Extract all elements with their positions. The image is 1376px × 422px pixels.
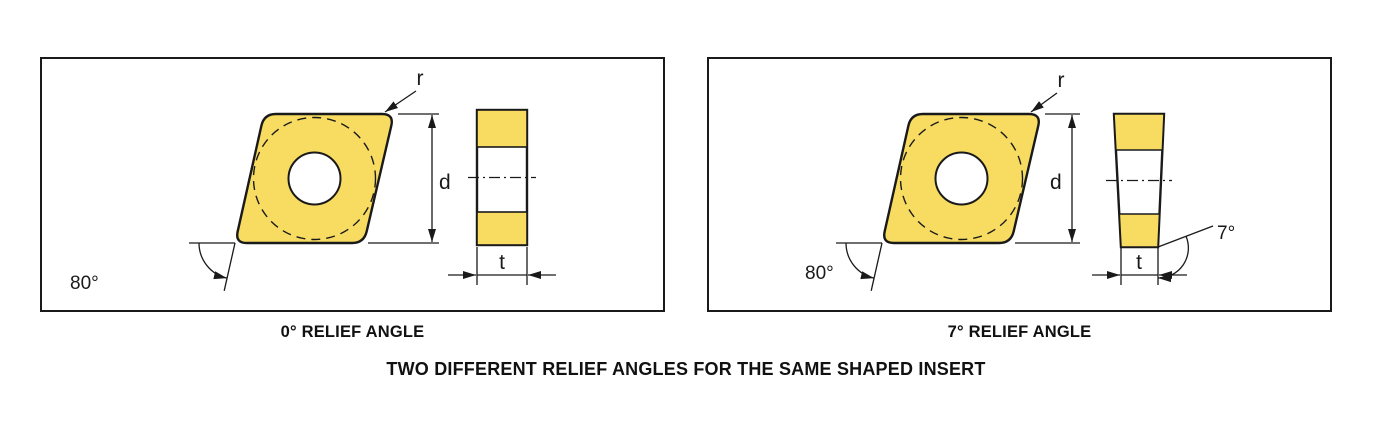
relief-leader-line: [1157, 225, 1214, 248]
panel-0-border: r d: [40, 57, 665, 312]
drawing-7-relief: r d: [805, 69, 1235, 291]
panel-7-caption: 7° RELIEF ANGLE: [947, 323, 1092, 341]
insert-top-view: [236, 112, 393, 245]
insert-side-view: [468, 108, 536, 247]
thickness-dimension: t: [1092, 247, 1187, 285]
relief-angle-arc: [1157, 236, 1190, 283]
inscribed-circle: [252, 116, 377, 241]
side-bottom-band: [476, 211, 528, 246]
panel-0-relief: r d: [40, 57, 665, 342]
side-bottom-band: [1118, 213, 1161, 248]
diameter-label: d: [1050, 171, 1062, 194]
angle-extension-slanted: [870, 242, 883, 291]
drawing-0-relief: r d: [70, 67, 556, 294]
point-angle-callout: 80°: [70, 242, 236, 294]
angle-extension-slanted: [223, 242, 236, 291]
angle-arc: [845, 242, 875, 280]
thickness-label: t: [499, 251, 505, 274]
radius-leader-line: [384, 90, 417, 113]
relief-angle-callout: 7°: [1157, 223, 1235, 283]
inscribed-circle: [899, 116, 1024, 241]
panel-0-caption: 0° RELIEF ANGLE: [280, 323, 425, 341]
point-angle-label: 80°: [70, 273, 99, 294]
diameter-dimension: d: [1015, 113, 1080, 244]
relief-angle-figure: r d: [40, 57, 1376, 379]
center-hole: [934, 151, 989, 206]
point-angle-label: 80°: [805, 263, 834, 284]
center-hole: [287, 151, 342, 206]
side-top-band: [476, 109, 528, 148]
radius-label: r: [1058, 69, 1065, 92]
side-top-band: [1113, 113, 1165, 151]
panel-7-relief: r d: [707, 57, 1332, 342]
point-angle-callout: 80°: [805, 242, 883, 291]
diameter-dimension: d: [368, 113, 451, 244]
radius-leader-line: [1030, 92, 1058, 113]
thickness-dimension: t: [448, 247, 556, 285]
insert-top-view: [883, 112, 1040, 245]
panels-row: r d: [40, 57, 1376, 342]
radius-label: r: [417, 67, 424, 90]
relief-angle-label: 7°: [1217, 223, 1235, 244]
angle-arc: [198, 242, 228, 280]
diameter-label: d: [439, 171, 451, 194]
radius-callout: r: [1030, 69, 1065, 113]
thickness-label: t: [1136, 251, 1142, 274]
figure-title: TWO DIFFERENT RELIEF ANGLES FOR THE SAME…: [386, 359, 986, 379]
insert-side-view: [1106, 112, 1172, 249]
radius-callout: r: [384, 67, 424, 113]
panel-7-border: r d: [707, 57, 1332, 312]
